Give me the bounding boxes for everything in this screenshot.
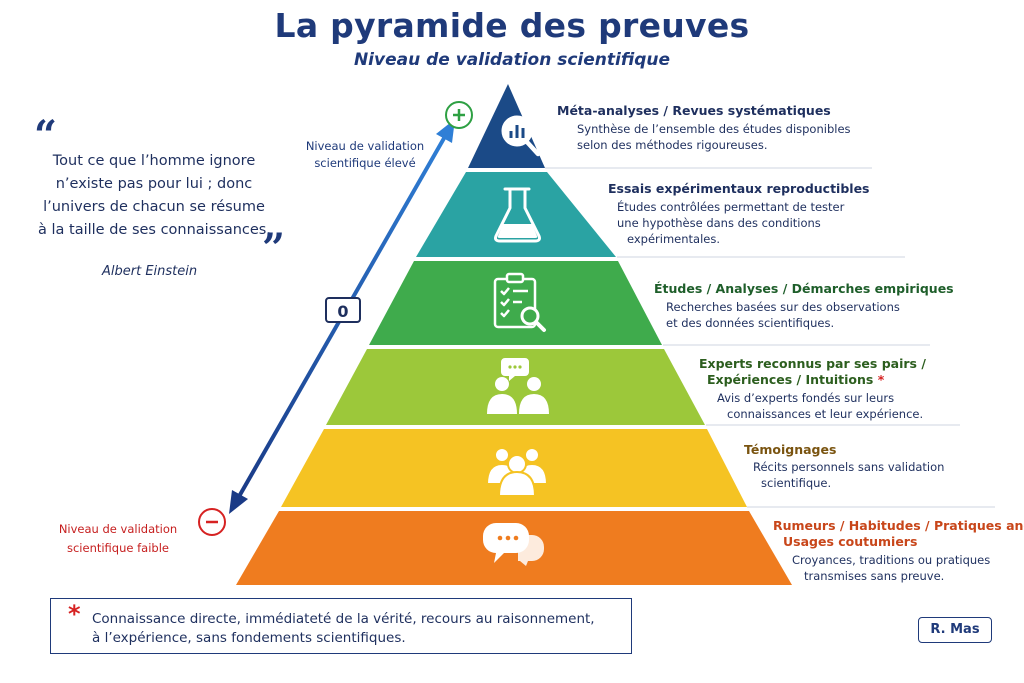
level-4-description: Avis d’experts fondés sur leurs connaiss… bbox=[717, 390, 923, 422]
arrow-head-down bbox=[229, 490, 248, 514]
asterisk-mark: * bbox=[877, 372, 885, 387]
level-desc-line: expérimentales. bbox=[627, 232, 721, 246]
level-5-title: Témoignages bbox=[744, 442, 836, 458]
level-6-title: Rumeurs / Habitudes / Pratiques ancrées … bbox=[773, 518, 1024, 550]
magnifier-chart-icon bbox=[501, 115, 541, 157]
pyramid-level-4 bbox=[326, 349, 705, 425]
flask-icon bbox=[494, 187, 541, 243]
level-desc-line: Récits personnels sans validation bbox=[753, 460, 945, 474]
zero-marker: 0 bbox=[325, 297, 361, 323]
footnote-line: Connaissance directe, immédiateté de la … bbox=[92, 611, 595, 627]
clipboard-search-icon bbox=[493, 272, 546, 332]
quote-close-mark: ” bbox=[262, 225, 286, 272]
low-validation-line: scientifique faible bbox=[66, 541, 169, 555]
quote-text: Tout ce que l’homme ignore n’existe pas … bbox=[38, 150, 271, 242]
footnote-box bbox=[50, 598, 632, 654]
level-title-line: Méta-analyses / Revues systématiques bbox=[557, 103, 831, 118]
level-desc-line: scientifique. bbox=[761, 476, 832, 490]
high-validation-line: scientifique élevé bbox=[314, 156, 416, 170]
quote-line: à la taille de ses connaissances. bbox=[38, 222, 271, 238]
low-validation-label: Niveau de validation scientifique faible bbox=[48, 520, 188, 558]
level-5-description: Récits personnels sans validation scient… bbox=[753, 459, 944, 491]
level-2-description: Études contrôlées permettant de tester u… bbox=[617, 199, 844, 247]
level-desc-line: Croyances, traditions ou pratiques bbox=[792, 553, 991, 567]
footnote-line: à l’expérience, sans fondements scientif… bbox=[92, 630, 406, 646]
level-title-line: Essais expérimentaux reproductibles bbox=[608, 181, 870, 196]
minus-icon bbox=[198, 508, 226, 536]
level-1-title: Méta-analyses / Revues systématiques bbox=[557, 103, 831, 119]
speech-bubbles-icon bbox=[483, 523, 544, 566]
quote-open-mark: “ bbox=[34, 112, 58, 159]
level-desc-line: une hypothèse dans des conditions bbox=[617, 216, 821, 230]
people-icon bbox=[485, 447, 549, 497]
level-title-line: Témoignages bbox=[744, 442, 837, 457]
footnote-asterisk: * bbox=[68, 600, 81, 628]
quote-line: l’univers de chacun se résume bbox=[43, 199, 265, 215]
level-title-line: Experts reconnus par ses pairs / bbox=[699, 356, 926, 371]
quote-author: Albert Einstein bbox=[102, 264, 198, 279]
experts-icon bbox=[487, 358, 549, 414]
level-3-description: Recherches basées sur des observations e… bbox=[666, 299, 900, 331]
low-validation-line: Niveau de validation bbox=[58, 522, 178, 536]
level-title-line: Usages coutumiers bbox=[783, 534, 918, 549]
level-desc-line: Études contrôlées permettant de tester bbox=[617, 200, 845, 214]
level-desc-line: Recherches basées sur des observations bbox=[666, 300, 900, 314]
quote-line: Tout ce que l’homme ignore bbox=[52, 153, 256, 169]
author-credit: R. Mas bbox=[918, 617, 992, 643]
level-title-line: Études / Analyses / Démarches empiriques bbox=[654, 281, 954, 296]
level-title-line: Rumeurs / Habitudes / Pratiques ancrées … bbox=[773, 518, 1024, 533]
footnote-text: Connaissance directe, immédiateté de la … bbox=[92, 610, 595, 648]
level-2-title: Essais expérimentaux reproductibles bbox=[608, 181, 869, 197]
high-validation-line: Niveau de validation bbox=[305, 139, 425, 153]
plus-icon bbox=[445, 101, 473, 129]
level-desc-line: Avis d’experts fondés sur leurs bbox=[717, 391, 895, 405]
level-4-title: Experts reconnus par ses pairs / Expérie… bbox=[699, 356, 926, 388]
level-title-text: Expériences / Intuitions bbox=[707, 372, 874, 387]
level-desc-line: Synthèse de l’ensemble des études dispon… bbox=[577, 122, 851, 136]
level-title-line: Expériences / Intuitions * bbox=[699, 372, 926, 388]
quote-line: n’existe pas pour lui ; donc bbox=[55, 176, 253, 192]
pyramid-level-2 bbox=[416, 172, 616, 257]
level-1-description: Synthèse de l’ensemble des études dispon… bbox=[577, 121, 851, 153]
high-validation-label: Niveau de validation scientifique élevé bbox=[300, 138, 430, 172]
level-desc-line: transmises sans preuve. bbox=[804, 569, 945, 583]
level-6-description: Croyances, traditions ou pratiques trans… bbox=[792, 552, 990, 584]
level-desc-line: et des données scientifiques. bbox=[666, 316, 835, 330]
level-desc-line: connaissances et leur expérience. bbox=[727, 407, 924, 421]
level-3-title: Études / Analyses / Démarches empiriques bbox=[654, 281, 954, 297]
page-subtitle: Niveau de validation scientifique bbox=[353, 50, 671, 70]
page-title: La pyramide des preuves bbox=[274, 6, 750, 45]
level-desc-line: selon des méthodes rigoureuses. bbox=[577, 138, 768, 152]
